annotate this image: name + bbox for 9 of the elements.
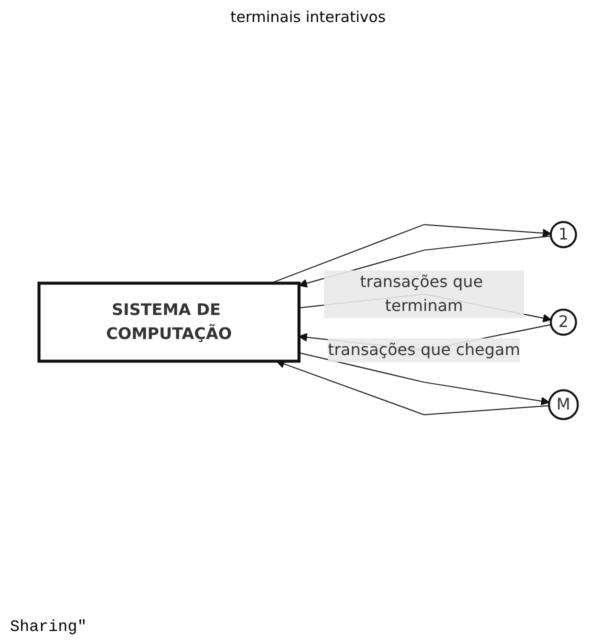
node-circle: M [548, 390, 578, 421]
arrow [298, 352, 550, 406]
caption-fragment: Sharing" [10, 618, 87, 636]
group-heading: terminais interativos [230, 8, 386, 26]
edge-label: transações que terminam [360, 272, 483, 316]
edge-label: transações que chegam [327, 340, 520, 360]
node-box: SISTEMA DE COMPUTAÇÃO [37, 282, 300, 364]
node-circle: 1 [549, 221, 577, 249]
node-circle: 2 [549, 309, 577, 336]
